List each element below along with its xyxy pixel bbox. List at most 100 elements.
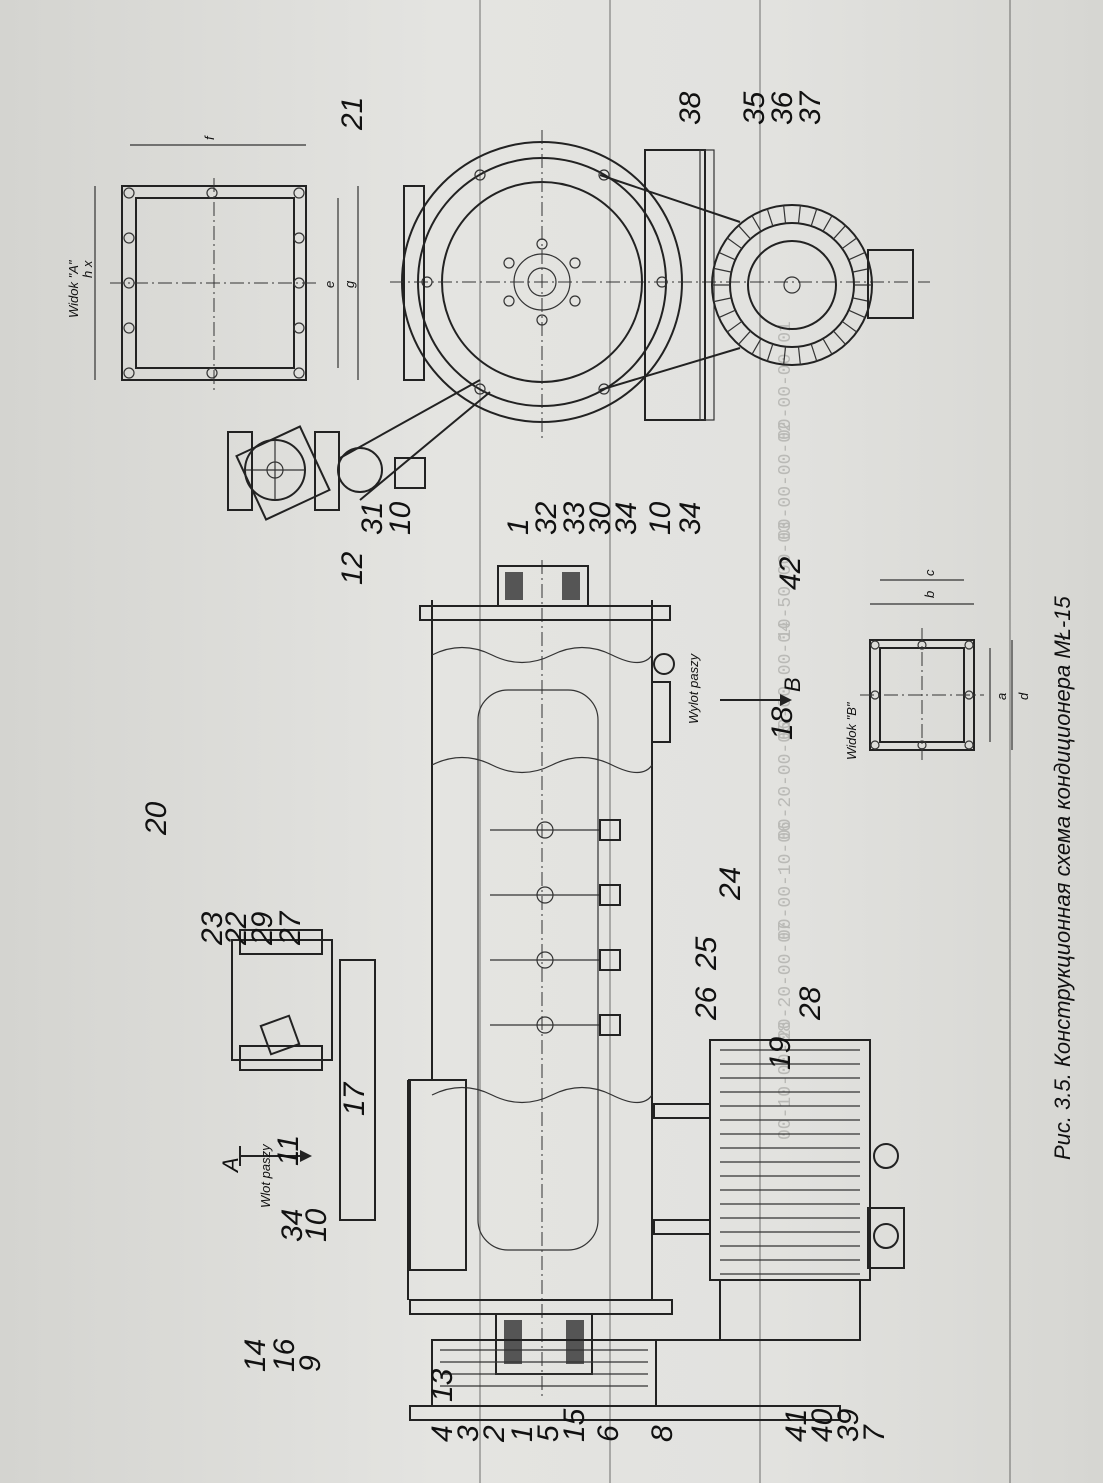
callout-upper_mid-1: 22	[220, 911, 253, 946]
figure-caption: Рис. 3.5. Конструкционная схема кондицио…	[1050, 596, 1075, 1160]
paddle-hub	[536, 821, 554, 839]
motor-fin	[713, 297, 732, 303]
paddle-blade	[599, 819, 621, 841]
motor-fin	[718, 309, 736, 319]
callout-bottom_left-9: 41	[780, 1409, 813, 1442]
motor-fin	[797, 346, 801, 365]
callout-bottom_left-8: 8	[646, 1425, 679, 1442]
motor-fin	[726, 237, 743, 250]
paddle-hub	[536, 1016, 554, 1034]
callout-left_side-2: 9	[294, 1355, 327, 1372]
motor-fin	[848, 309, 866, 319]
callout-right_end-2: 31	[356, 502, 389, 535]
motor-fin	[738, 330, 751, 345]
callout-left_side-0: 14	[239, 1339, 272, 1372]
callout-top_view-4: 37	[794, 90, 827, 125]
background-table-row: 00-00-00-02	[776, 421, 796, 540]
arrow-a-label: Wlot paszy	[258, 1143, 273, 1208]
callout-bottom_left-11: 39	[832, 1408, 865, 1442]
paddle-hub	[536, 886, 554, 904]
callout-top_view-3: 36	[766, 91, 799, 125]
background-table-row: 00-00-00-04	[776, 621, 796, 740]
arrow-a: A Wlot paszy	[218, 1143, 312, 1208]
callout-lower_mid-5: 18	[766, 706, 799, 740]
callout-right_end-7: 34	[610, 502, 643, 535]
view-a-dim-f: f	[202, 135, 217, 140]
motor-fin	[726, 320, 743, 333]
motor-fin	[822, 338, 833, 355]
background-table-row: 20-20-00-07	[776, 921, 796, 1040]
callout-lower_mid-0: 24	[714, 867, 747, 901]
motor-fin	[841, 320, 858, 333]
background-table-row: 00-00-10-06	[776, 821, 796, 940]
view-a-title: Widok "A"	[66, 259, 81, 318]
paddle-hub	[536, 951, 554, 969]
callout-top_view-1: 38	[674, 91, 707, 125]
motor-fin	[841, 237, 858, 250]
callout-bottom_left-1: 4	[426, 1425, 459, 1442]
view-a-dim-hx: h x	[80, 260, 95, 278]
callout-lower_mid-3: 19	[764, 1036, 797, 1070]
background-table-row: 00-10-00-08	[776, 1021, 796, 1140]
motor-fin	[783, 346, 787, 365]
motor-fin	[766, 343, 774, 362]
callout-bottom_left-2: 3	[452, 1425, 485, 1442]
motor-fin	[833, 225, 846, 240]
motor-fin	[718, 251, 736, 261]
callout-right_end-8: 10	[644, 501, 677, 535]
arrow-b-label: Wylot paszy	[686, 652, 701, 724]
callout-bottom_left-6: 15	[558, 1408, 591, 1442]
view-b-dim-b: b	[922, 591, 937, 598]
view-b-title: Widok "B"	[844, 701, 859, 760]
motor-fin	[751, 215, 762, 232]
callout-left_side-6: 17	[338, 1081, 371, 1116]
motor-fin	[766, 208, 774, 227]
callout-left_side-4: 10	[300, 1208, 333, 1242]
motor-fin	[783, 205, 787, 224]
callout-upper_mid-0: 23	[196, 911, 229, 946]
callout-left_side-5: 11	[272, 1135, 305, 1166]
callout-right_end-3: 1	[502, 518, 535, 535]
view-a-dim-g: g	[342, 280, 357, 288]
main-section	[231, 560, 905, 1421]
callout-right_end-0: 12	[336, 551, 369, 585]
callout-right_end-6: 30	[584, 501, 617, 535]
motor-fin	[822, 215, 833, 232]
arrow-a-letter: A	[218, 1157, 243, 1174]
view-b-dim-d: d	[1016, 692, 1031, 700]
view-b-dim-c: c	[922, 569, 937, 576]
view-b-dim-a: a	[994, 693, 1009, 700]
callout-bottom_left-12: 7	[858, 1424, 891, 1442]
arrow-b-letter: B	[780, 677, 805, 692]
callout-upper_mid-4: 20	[140, 801, 173, 836]
motor-fin	[738, 225, 751, 240]
end-view	[227, 130, 930, 521]
callout-lower_mid-1: 26	[690, 986, 723, 1021]
callout-lower_mid-2: 25	[690, 936, 723, 971]
callout-lower_mid-6: 42	[774, 556, 807, 590]
view-b-flange: Widok "B" a d b c	[844, 569, 1031, 760]
motor-fin	[713, 267, 732, 273]
callout-left_side-3: 34	[276, 1209, 309, 1242]
motor-fin	[810, 208, 818, 227]
callout-lower_mid-4: 28	[794, 986, 827, 1021]
callout-left_side-1: 16	[268, 1338, 301, 1372]
callout-upper_mid-3: 27	[274, 910, 307, 946]
motor-fin	[848, 251, 866, 261]
callout-upper_mid-2: 29	[246, 911, 279, 946]
callout-bottom_left-5: 5	[532, 1425, 565, 1442]
callout-right_end-5: 33	[558, 501, 591, 535]
background-table: 00-00-00-0100-00-00-0210-50-00-0300-00-0…	[479, 0, 1011, 1483]
callout-bottom_left-10: 40	[806, 1408, 839, 1442]
background-table-row: 00-00-00-01	[776, 321, 796, 440]
motor-fin	[833, 330, 846, 345]
background-table-row: 10-50-00-03	[776, 521, 796, 640]
callout-bottom_left-4: 1	[506, 1425, 539, 1442]
motor-fin	[810, 343, 818, 362]
callout-top_view-0: 21	[336, 97, 369, 131]
callout-bottom_left-0: 13	[426, 1368, 459, 1402]
callout-bottom_left-7: 6	[592, 1425, 625, 1442]
